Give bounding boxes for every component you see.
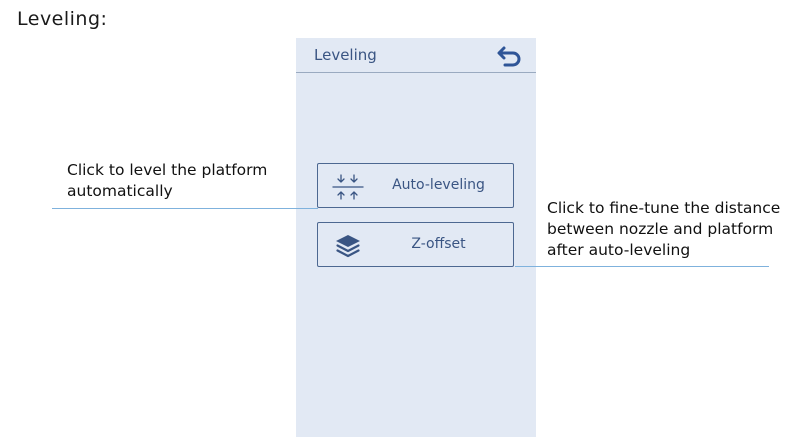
layers-icon [336,235,360,258]
back-arrow-icon [497,46,521,67]
auto-leveling-annotation: Click to level the platform automaticall… [67,161,268,200]
back-button[interactable] [496,44,524,68]
auto-leveling-button[interactable]: Auto-leveling [317,163,514,208]
screen-title: Leveling [314,46,377,64]
device-screen: Leveling Auto-leveling Z-offset [296,38,536,437]
z-offset-leader-line [515,266,769,267]
screen-header: Leveling [296,38,536,73]
auto-leveling-label: Auto-leveling [392,177,485,193]
z-offset-button[interactable]: Z-offset [317,222,514,267]
auto-leveling-leader-line [52,208,318,209]
arrows-converge-icon [332,174,364,200]
page-heading: Leveling: [17,8,108,30]
z-offset-label: Z-offset [411,236,466,252]
z-offset-annotation: Click to fine-tune the distance between … [547,199,781,259]
